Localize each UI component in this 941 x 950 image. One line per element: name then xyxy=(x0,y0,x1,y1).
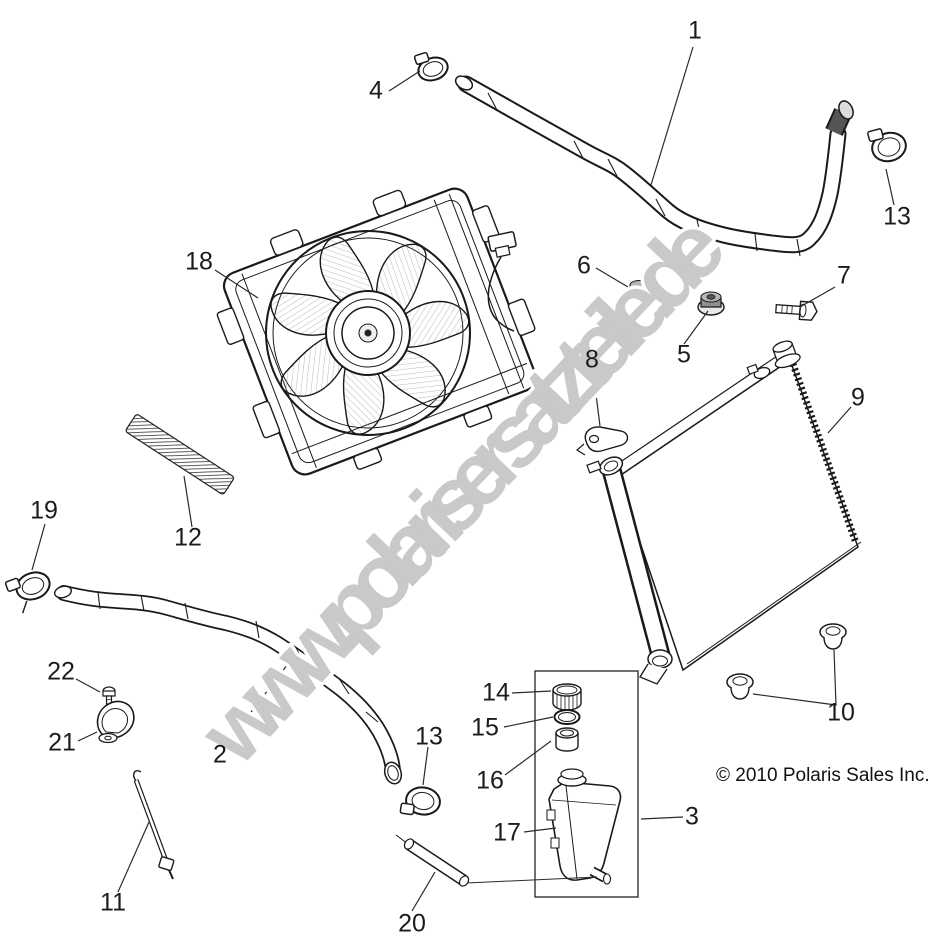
callout-6: 6 xyxy=(577,251,591,280)
callout-2: 2 xyxy=(213,740,227,769)
bolt-7-drawing xyxy=(775,300,818,321)
lower-hose-drawing xyxy=(53,585,403,785)
fan-connector-drawing xyxy=(487,231,517,332)
callout-10: 10 xyxy=(827,698,855,727)
callout-13a: 13 xyxy=(883,202,911,231)
tube-20-drawing xyxy=(395,834,598,887)
clamp-19-drawing xyxy=(4,571,51,614)
callout-22: 22 xyxy=(47,657,75,686)
callout-4: 4 xyxy=(369,76,383,105)
callout-1: 1 xyxy=(688,16,702,45)
callout-12: 12 xyxy=(174,523,202,552)
callout-13b: 13 xyxy=(415,722,443,751)
bracket-8-drawing xyxy=(575,426,629,456)
nut-5-drawing xyxy=(697,291,725,316)
leader-lines xyxy=(31,46,895,912)
upper-hose-drawing xyxy=(454,75,854,257)
callout-21: 21 xyxy=(48,728,76,757)
clip-21-drawing xyxy=(96,700,135,744)
clamp-13-top-drawing xyxy=(867,128,907,163)
callout-16: 16 xyxy=(476,766,504,795)
callout-5: 5 xyxy=(677,340,691,369)
callout-7: 7 xyxy=(837,261,851,290)
foam-seal-drawing xyxy=(125,414,235,495)
cap-14-drawing xyxy=(552,683,582,711)
callout-18: 18 xyxy=(185,247,213,276)
copyright-text: © 2010 Polaris Sales Inc. xyxy=(716,765,930,786)
callout-11: 11 xyxy=(100,888,126,917)
callout-17: 17 xyxy=(493,818,521,847)
callout-9: 9 xyxy=(851,383,865,412)
callout-8: 8 xyxy=(585,345,599,374)
clamp-4-drawing xyxy=(413,51,449,82)
fan-assembly-drawing xyxy=(216,187,537,476)
callout-20: 20 xyxy=(398,909,426,938)
cable-tie-drawing xyxy=(133,770,175,880)
callout-15: 15 xyxy=(471,713,499,742)
callout-3: 3 xyxy=(685,802,699,831)
radiator-drawing xyxy=(586,340,862,685)
oring-15-drawing xyxy=(553,709,581,725)
rubber-mount-drawing xyxy=(726,623,847,700)
coolant-bottle-drawing xyxy=(546,768,622,885)
callout-14: 14 xyxy=(482,678,510,707)
callout-19: 19 xyxy=(30,496,58,525)
bushing-16-drawing xyxy=(555,727,579,752)
nut-6-drawing xyxy=(626,280,652,303)
clamp-13-bottom-drawing xyxy=(399,786,441,816)
coolant-bottle-box xyxy=(534,670,639,898)
